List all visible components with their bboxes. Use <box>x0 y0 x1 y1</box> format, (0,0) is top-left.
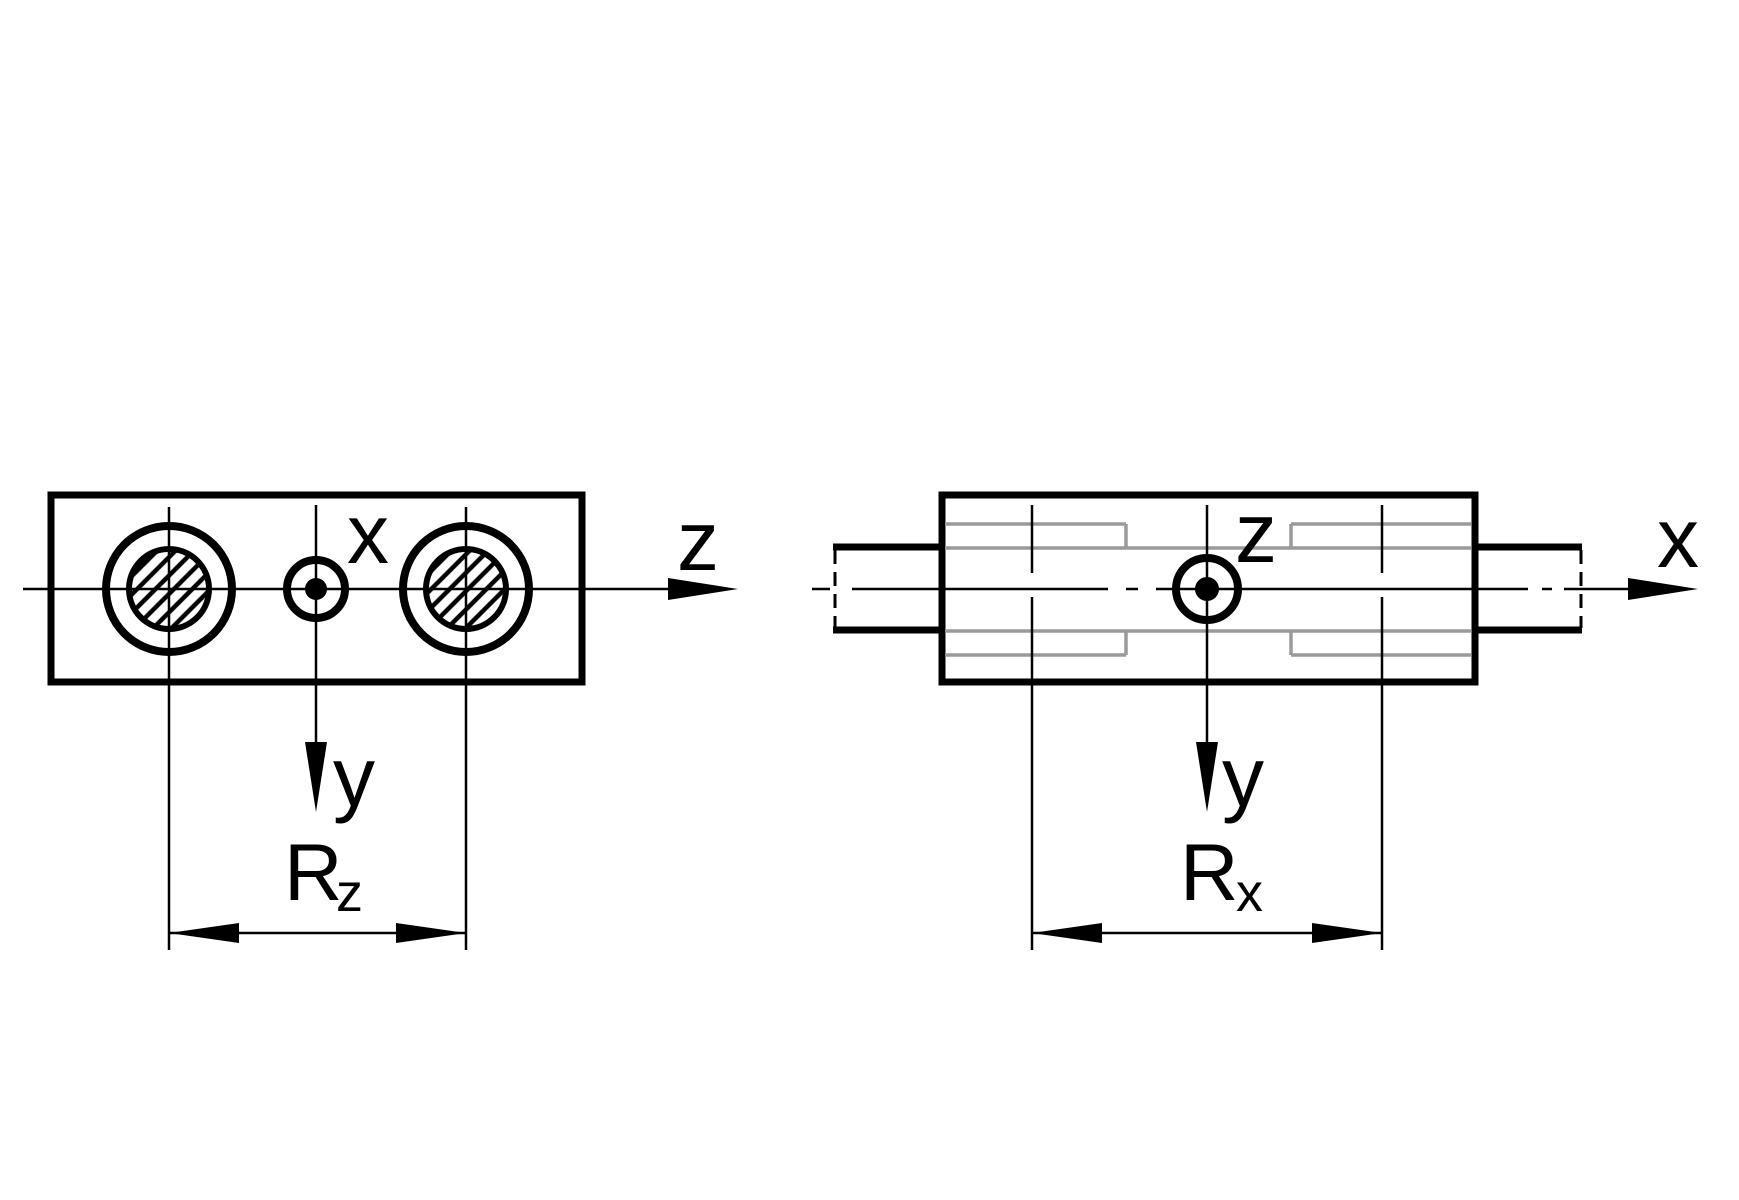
front-view-x-axis-label: x <box>347 487 389 581</box>
rz-dimension-symbol: R <box>284 828 343 918</box>
front-view-origin-ring <box>283 556 349 622</box>
rx-dimension-symbol: R <box>1180 828 1239 918</box>
front-view-left-shaft-section <box>126 546 212 632</box>
y-axis-arrowhead-icon <box>1196 742 1218 812</box>
front-view-right-shaft-section <box>423 546 509 632</box>
front-view-origin-dot <box>305 578 327 600</box>
side-view-shaft <box>833 543 1582 634</box>
side-view-origin-ring <box>1172 554 1242 624</box>
side-view-origin-dot <box>1195 577 1219 601</box>
side-view-z-axis-label: z <box>1235 486 1277 580</box>
front-view: x z y R z <box>23 487 738 950</box>
side-view-y-axis-label: y <box>1222 730 1264 824</box>
rz-dimension-arrowhead-left-icon <box>169 923 239 943</box>
rx-dimension-arrowhead-left-icon <box>1032 923 1102 943</box>
z-axis-arrowhead-icon <box>668 578 738 600</box>
front-view-left-bore-outer <box>102 522 236 656</box>
side-view-bearing-centerlines <box>1030 505 1384 950</box>
rz-dimension-subscript: z <box>336 863 363 923</box>
x-axis-arrowhead-icon <box>1628 578 1698 600</box>
y-axis-arrowhead-icon <box>305 742 327 812</box>
side-view-x-axis-label: x <box>1657 491 1699 585</box>
rx-dimension-subscript: x <box>1236 863 1263 923</box>
rz-dimension-arrowhead-right-icon <box>396 923 466 943</box>
side-view: z x y R x <box>812 486 1699 950</box>
front-view-right-bore-outer <box>399 522 533 656</box>
front-view-y-axis-label: y <box>333 730 375 824</box>
rx-dimension-arrowhead-right-icon <box>1312 923 1382 943</box>
front-view-z-axis-label: z <box>677 494 719 588</box>
